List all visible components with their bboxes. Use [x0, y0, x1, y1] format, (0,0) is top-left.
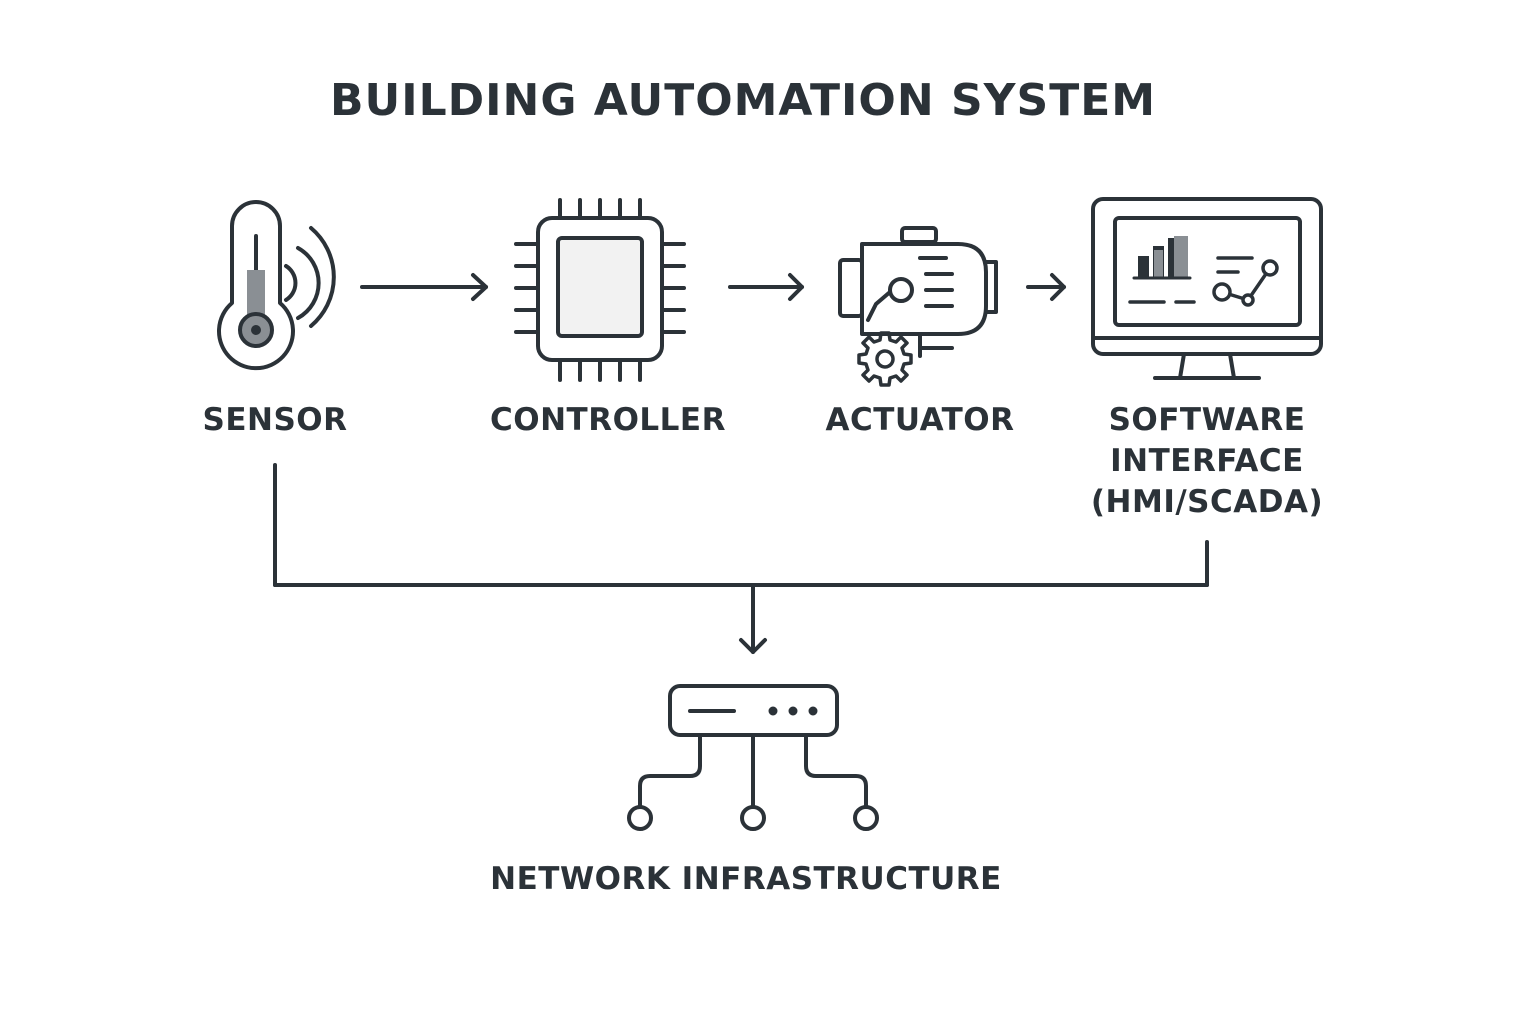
thermometer-icon [217, 200, 295, 371]
wireless-signal-icon [284, 226, 336, 328]
monitor-dashboard-icon [1091, 197, 1323, 380]
actuator-motor-icon [838, 226, 998, 358]
software-label-line-2: INTERFACE [1110, 443, 1304, 479]
network-switch-icon [627, 684, 879, 831]
software-interface-label: SOFTWARE INTERFACE (HMI/SCADA) [1067, 400, 1347, 523]
sensor-label: SENSOR [202, 402, 348, 438]
diagram-title: BUILDING AUTOMATION SYSTEM [329, 75, 1157, 126]
network-bus-connector [273, 463, 1209, 654]
flow-arrow-sensor-controller [360, 273, 488, 301]
microchip-icon [514, 198, 686, 382]
flow-arrow-actuator-software [1026, 273, 1066, 301]
flow-arrow-controller-actuator [728, 273, 804, 301]
controller-label: CONTROLLER [490, 402, 726, 438]
actuator-label: ACTUATOR [825, 402, 1015, 438]
network-infrastructure-label: NETWORK INFRASTRUCTURE [490, 861, 1002, 897]
software-label-line-3: (HMI/SCADA) [1090, 484, 1324, 520]
gear-icon [857, 331, 913, 387]
software-label-line-1: SOFTWARE [1108, 402, 1306, 438]
